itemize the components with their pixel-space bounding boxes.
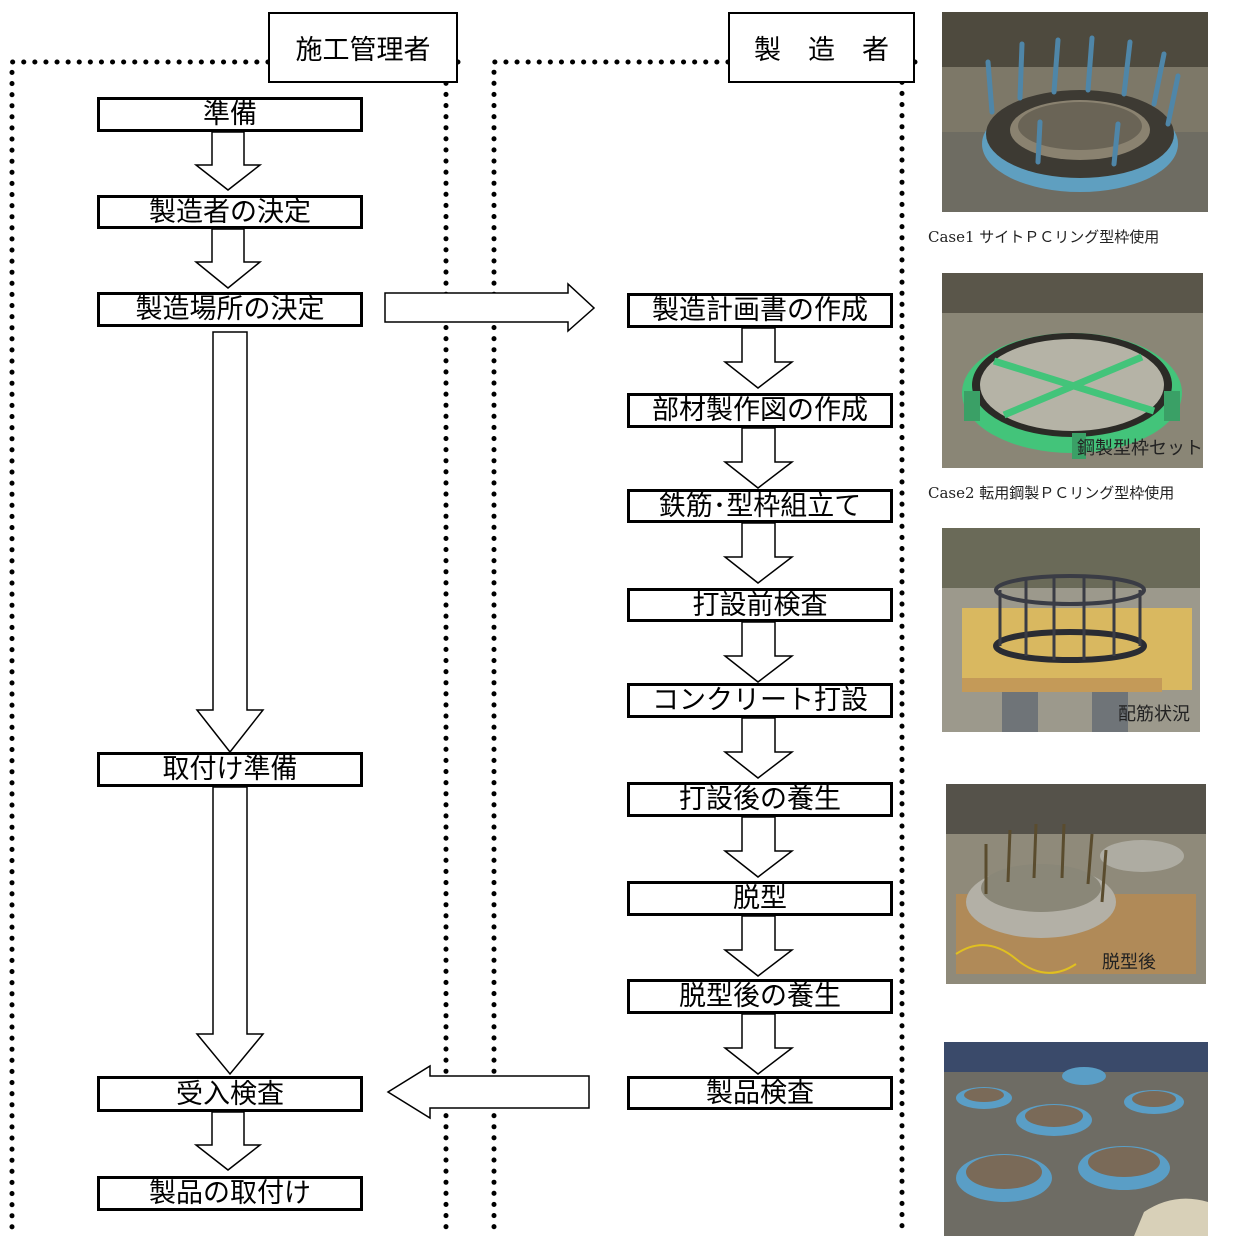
step-product-installation: 製品の取付け bbox=[97, 1176, 363, 1211]
step-location-decision: 製造場所の決定 bbox=[97, 292, 363, 327]
step-acceptance-inspection: 受入検査 bbox=[97, 1076, 363, 1112]
step-post-pour-curing: 打設後の養生 bbox=[627, 782, 893, 817]
arrow-down-assembly bbox=[722, 522, 795, 584]
arrow-down-acceptance bbox=[193, 1111, 263, 1171]
photo-label-steel-formwork-set: 鋼製型枠セット bbox=[1077, 438, 1203, 459]
photo-rebar-arrangement: 配筋状況 bbox=[942, 528, 1200, 732]
right-swimlane-border bbox=[491, 59, 918, 1239]
arrow-down-pour bbox=[722, 717, 795, 779]
photo-multiple-formworks bbox=[944, 1042, 1208, 1236]
step-rebar-formwork-assembly: 鉄筋･型枠組立て bbox=[627, 489, 893, 523]
caption-case2: Case2 転用鋼製ＰＣリング型枠使用 bbox=[928, 484, 1175, 502]
photo-label-after-demold: 脱型後 bbox=[1102, 952, 1156, 973]
header-manufacturer: 製 造 者 bbox=[728, 12, 915, 83]
arrow-down-prep bbox=[193, 131, 263, 191]
step-prep: 準備 bbox=[97, 97, 363, 132]
arrow-down-plan bbox=[722, 327, 795, 389]
arrow-down-drawing bbox=[722, 427, 795, 489]
step-install-prep: 取付け準備 bbox=[97, 752, 363, 787]
photo-case1-formwork bbox=[942, 12, 1208, 212]
step-manufacturer-decision: 製造者の決定 bbox=[97, 195, 363, 229]
step-concrete-pour: コンクリート打設 bbox=[627, 683, 893, 718]
step-pre-pour-inspection: 打設前検査 bbox=[627, 588, 893, 622]
arrow-down-manufacturer bbox=[193, 228, 263, 289]
arrow-down-cure2 bbox=[722, 1013, 795, 1075]
step-demolding: 脱型 bbox=[627, 881, 893, 916]
step-member-drawing: 部材製作図の作成 bbox=[627, 393, 893, 428]
step-production-plan: 製造計画書の作成 bbox=[627, 293, 893, 328]
arrow-down-demold bbox=[722, 915, 795, 977]
arrow-down-install-prep-long bbox=[195, 786, 265, 1076]
step-post-demold-curing: 脱型後の養生 bbox=[627, 979, 893, 1014]
header-construction-manager: 施工管理者 bbox=[268, 12, 458, 83]
arrow-down-pre-inspection bbox=[722, 621, 795, 683]
arrow-left-to-acceptance bbox=[386, 1064, 590, 1120]
arrow-down-location-long bbox=[195, 331, 265, 754]
arrow-right-to-plan bbox=[384, 282, 596, 333]
arrow-down-cure1 bbox=[722, 816, 795, 878]
photo-label-rebar: 配筋状況 bbox=[1118, 704, 1190, 725]
photo-case2-steel-formwork: 鋼製型枠セット bbox=[942, 273, 1203, 468]
step-product-inspection: 製品検査 bbox=[627, 1076, 893, 1110]
photo-after-demolding: 脱型後 bbox=[946, 784, 1206, 984]
caption-case1: Case1 サイトＰＣリング型枠使用 bbox=[928, 228, 1160, 246]
